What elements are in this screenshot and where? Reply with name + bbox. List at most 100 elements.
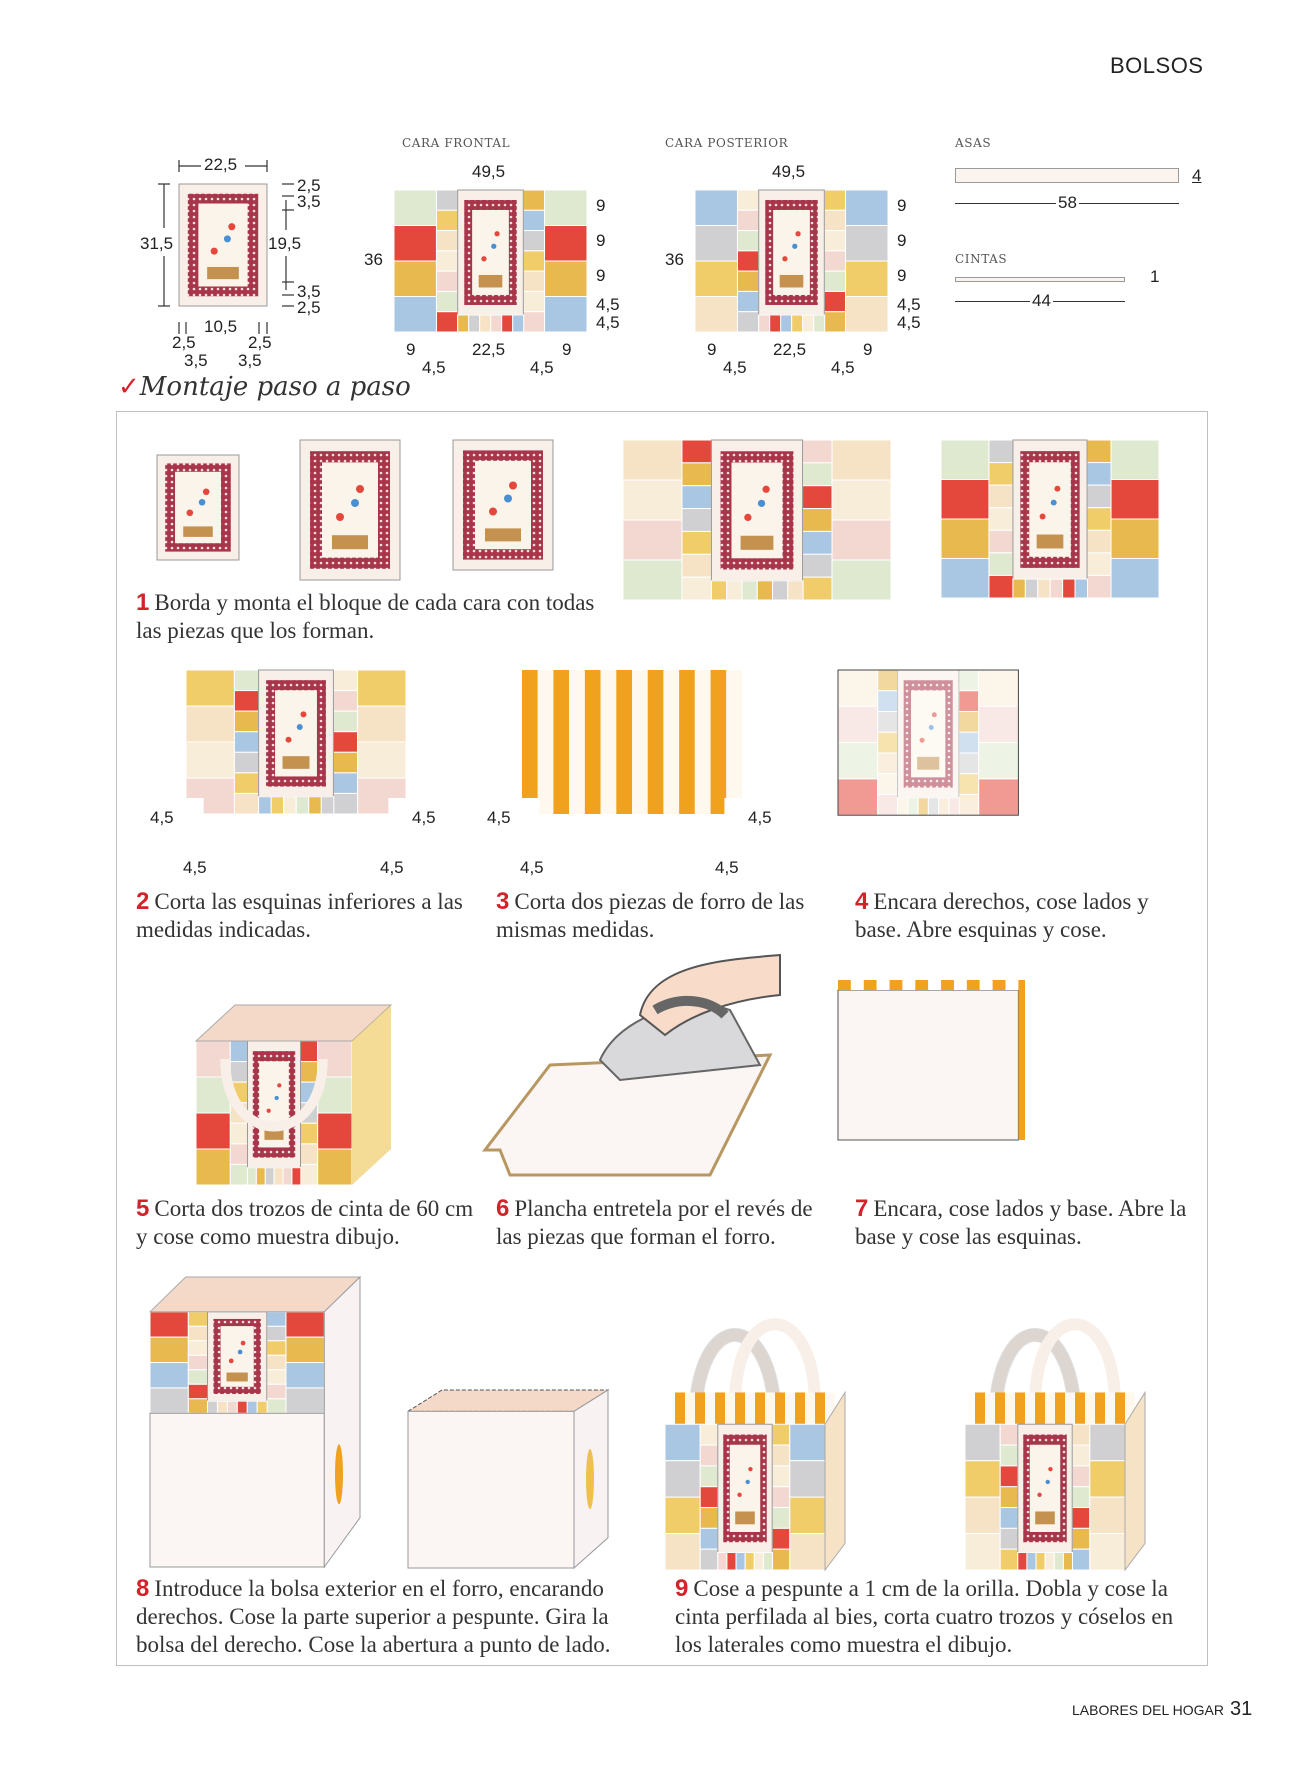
dim-label: 9 (863, 340, 873, 359)
corner-dim-label: 4,5 (487, 808, 511, 827)
step-text: Encara, cose lados y base. Abre la base … (855, 1196, 1187, 1249)
corner-dim-label: 4,5 (150, 808, 174, 827)
handles-label: ASAS (955, 136, 992, 150)
step-number: 6 (496, 1195, 510, 1222)
step-4-illustration (837, 669, 1019, 816)
step-1-block-b (299, 439, 401, 581)
dim-label: 4,5 (422, 358, 446, 377)
corner-dim-label: 4,5 (412, 808, 436, 827)
dim-label: 9 (897, 196, 907, 215)
dim-label: 9 (596, 266, 606, 285)
back-face-label: CARA POSTERIOR (665, 136, 789, 150)
step-number: 8 (136, 1575, 150, 1602)
dim-label: 19,5 (268, 234, 302, 253)
block-illustration (178, 183, 268, 307)
step-text: Corta dos trozos de cinta de 60 cm y cos… (136, 1196, 474, 1249)
dim-label: 22,5 (204, 155, 238, 174)
step-3-illustration (522, 670, 742, 818)
dim-label: 9 (596, 196, 606, 215)
dim-label: 49,5 (472, 162, 506, 181)
dim-label: 36 (364, 250, 383, 269)
step-number: 9 (675, 1575, 689, 1602)
dim-label: 4,5 (723, 358, 747, 377)
step-number: 1 (136, 589, 150, 616)
step-5-illustration (194, 1004, 393, 1186)
footer: LABORES DEL HOGAR 31 (1072, 1698, 1252, 1721)
dim-label: 2,5 (297, 298, 321, 317)
step-number: 5 (136, 1195, 150, 1222)
heading-text: Montaje paso a paso (139, 372, 411, 402)
step-1-assembled (940, 439, 1160, 599)
step-text: Corta las esquinas inferiores a las medi… (136, 889, 463, 942)
dim-label: 22,5 (773, 340, 807, 359)
ribbons-label: CINTAS (955, 252, 1008, 266)
dim-label: 3,5 (297, 282, 321, 301)
dim-label: 9 (897, 231, 907, 250)
dim-label: 9 (707, 340, 717, 359)
page-number: 31 (1229, 1698, 1253, 1720)
dim-label: 2,5 (297, 176, 321, 195)
dim-label: 49,5 (772, 162, 806, 181)
dim-label: 4,5 (596, 295, 620, 314)
step-2-illustration (185, 669, 407, 818)
step-text: Plancha entretela por el revés de las pi… (496, 1196, 813, 1249)
dim-label: 9 (596, 231, 606, 250)
ribbon-strip (955, 277, 1125, 282)
corner-dim-label: 4,5 (380, 858, 404, 877)
checkmark-icon: ✓ (118, 372, 140, 402)
dim-label: 4 (1192, 166, 1202, 185)
step-8-illustration-b (406, 1389, 610, 1570)
dim-label: 44 (1030, 291, 1053, 311)
step-7-illustration (837, 980, 1025, 1141)
back-face-illustration (694, 189, 889, 333)
steps-frame (116, 411, 1208, 1666)
step-number: 7 (855, 1195, 869, 1222)
handle-strip (955, 168, 1179, 183)
step-9-illustration-b (964, 1318, 1146, 1572)
step-text: Introduce la bolsa exterior en el forro,… (136, 1576, 611, 1657)
assembly-heading: ✓Montaje paso a paso (118, 372, 411, 402)
dim-label: 36 (665, 250, 684, 269)
step-1-block-c (452, 439, 554, 571)
corner-dim-label: 4,5 (520, 858, 544, 877)
section-title: BOLSOS (1110, 53, 1204, 78)
dim-lines (158, 160, 294, 334)
step-text: Corta dos piezas de forro de las mismas … (496, 889, 805, 942)
dim-label: 22,5 (472, 340, 506, 359)
dim-label: 3,5 (184, 351, 208, 370)
dim-label: 2,5 (172, 333, 196, 352)
dim-label: 4,5 (596, 313, 620, 332)
dim-label: 10,5 (204, 317, 238, 336)
dim-label: 3,5 (238, 351, 262, 370)
dim-label: 9 (897, 266, 907, 285)
dim-label: 3,5 (297, 192, 321, 211)
dim-label: 9 (562, 340, 572, 359)
dim-label: 4,5 (897, 295, 921, 314)
corner-dim-label: 4,5 (715, 858, 739, 877)
dim-label: 1 (1150, 267, 1160, 286)
corner-dim-label: 4,5 (748, 808, 772, 827)
dim-label: 4,5 (530, 358, 554, 377)
step-6-iron-illustration (481, 953, 781, 1177)
step-number: 2 (136, 888, 150, 915)
step-9-illustration-a (664, 1318, 846, 1572)
magazine-name: LABORES DEL HOGAR (1072, 1702, 1224, 1718)
step-text: Borda y monta el bloque de cada cara con… (136, 590, 595, 643)
front-face-label: CARA FRONTAL (402, 136, 511, 150)
front-face-illustration (393, 189, 588, 333)
dim-label: 9 (406, 340, 416, 359)
step-text: Cose a pespunte a 1 cm de la orilla. Dob… (675, 1576, 1174, 1657)
dim-label: 31,5 (140, 234, 174, 253)
step-1-pieces (622, 439, 892, 601)
step-8-illustration-a (148, 1275, 362, 1569)
step-number: 3 (496, 888, 510, 915)
